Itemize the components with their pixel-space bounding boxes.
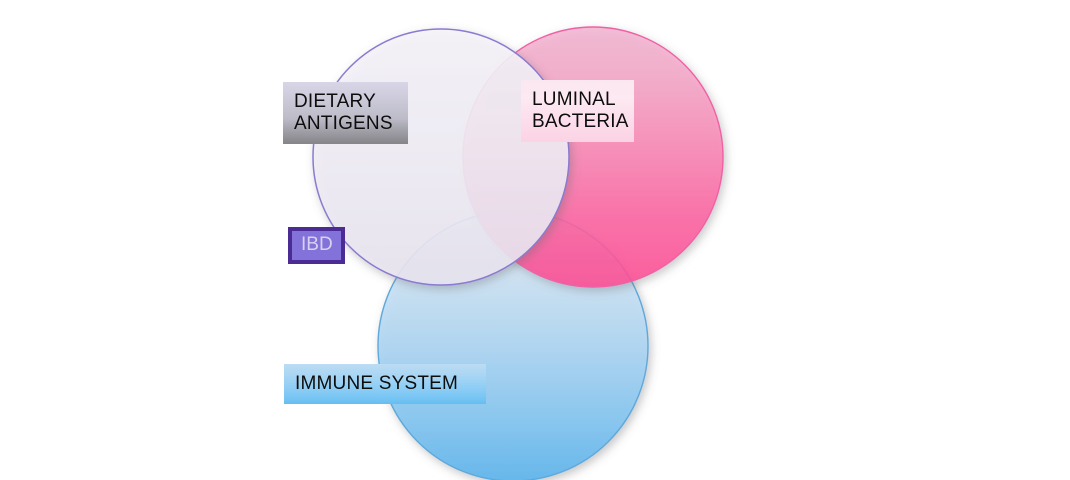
label-dietary-antigens-line1: DIETARY (294, 90, 376, 112)
label-dietary-antigens[interactable]: DIETARY ANTIGENS (283, 82, 408, 144)
label-luminal-bacteria-line2: BACTERIA (532, 111, 629, 132)
label-immune-system-text: IMMUNE SYSTEM (295, 372, 459, 394)
circle-dietary-antigens[interactable] (312, 28, 570, 286)
label-immune-system[interactable]: IMMUNE SYSTEM (284, 364, 486, 404)
label-ibd[interactable]: IBD (288, 227, 345, 264)
label-luminal-bacteria-line1: LUMINAL (532, 88, 616, 110)
label-ibd-text: IBD (301, 234, 333, 256)
label-dietary-antigens-line2: ANTIGENS (294, 113, 393, 134)
label-luminal-bacteria[interactable]: LUMINAL BACTERIA (521, 80, 634, 142)
